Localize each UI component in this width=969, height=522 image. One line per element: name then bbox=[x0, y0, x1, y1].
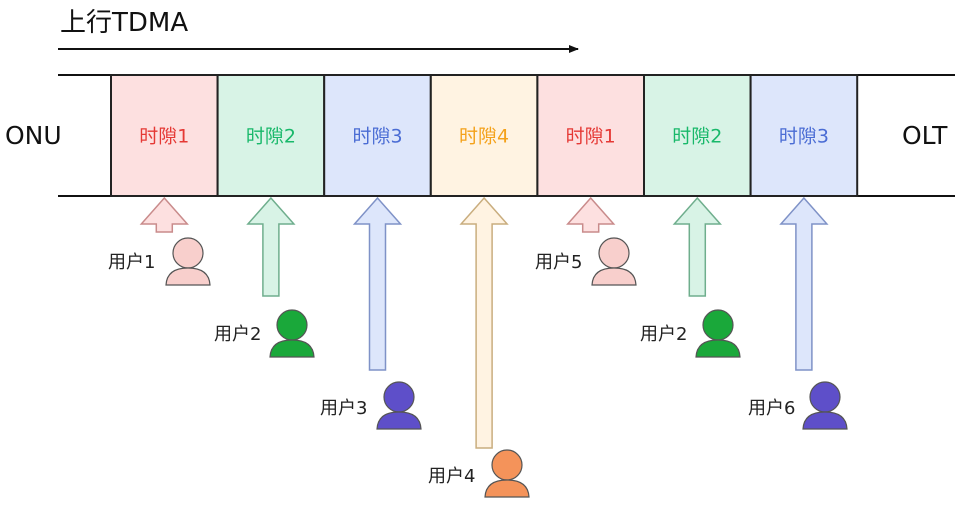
up-arrow bbox=[566, 196, 616, 233]
onu-label: ONU bbox=[5, 121, 62, 150]
up-arrow bbox=[139, 196, 189, 233]
up-arrow bbox=[779, 196, 829, 371]
user-3: 用户3 bbox=[320, 196, 422, 430]
person-icon bbox=[376, 381, 422, 430]
slot-1: 时隙1 bbox=[110, 74, 219, 197]
user-label: 用户5 bbox=[535, 252, 582, 273]
slot-label: 时隙2 bbox=[246, 126, 296, 148]
slot-box bbox=[749, 74, 859, 197]
diagram-title: 上行TDMA bbox=[60, 8, 188, 38]
user-label: 用户2 bbox=[640, 324, 687, 345]
user-2: 用户2 bbox=[214, 196, 315, 358]
up-arrow bbox=[459, 196, 509, 449]
slot-box bbox=[643, 74, 752, 197]
person-icon bbox=[165, 237, 211, 286]
slot-box bbox=[323, 74, 432, 197]
slot-box bbox=[429, 74, 539, 197]
slot-3: 时隙3 bbox=[323, 74, 432, 197]
user-6: 用户2 bbox=[640, 196, 741, 358]
slot-7: 时隙3 bbox=[749, 74, 859, 197]
slot-6: 时隙2 bbox=[643, 74, 752, 197]
slot-4: 时隙4 bbox=[429, 74, 539, 197]
slot-label: 时隙2 bbox=[672, 126, 722, 148]
slot-label: 时隙3 bbox=[352, 126, 402, 148]
user-7: 用户6 bbox=[748, 196, 848, 430]
user-1: 用户1 bbox=[108, 196, 211, 286]
slot-box bbox=[110, 74, 219, 197]
up-arrow bbox=[352, 196, 403, 371]
up-arrow bbox=[672, 196, 722, 297]
slot-5: 时隙1 bbox=[536, 74, 646, 197]
slot-box bbox=[216, 74, 326, 197]
slot-label: 时隙3 bbox=[779, 126, 829, 148]
slot-box bbox=[536, 74, 646, 197]
slot-label: 时隙4 bbox=[459, 126, 509, 148]
user-label: 用户3 bbox=[320, 398, 367, 419]
slot-2: 时隙2 bbox=[216, 74, 326, 197]
slots: 时隙1 时隙2 时隙3 时隙4 时隙1 时隙2 时隙3 bbox=[110, 74, 859, 197]
person-icon bbox=[269, 309, 315, 358]
user-5: 用户5 bbox=[535, 196, 637, 286]
user-label: 用户6 bbox=[748, 398, 795, 419]
person-icon bbox=[484, 449, 530, 498]
person-icon bbox=[591, 237, 637, 286]
user-4: 用户4 bbox=[428, 196, 530, 498]
user-label: 用户4 bbox=[428, 466, 475, 487]
olt-label: OLT bbox=[902, 121, 948, 150]
user-label: 用户1 bbox=[108, 252, 155, 273]
person-icon bbox=[802, 381, 848, 430]
user-label: 用户2 bbox=[214, 324, 261, 345]
slot-label: 时隙1 bbox=[566, 126, 616, 148]
users: 用户1 用户2 用户3 用户4 用户5 用户2 用户6 bbox=[108, 196, 848, 498]
slot-label: 时隙1 bbox=[139, 126, 189, 148]
person-icon bbox=[695, 309, 741, 358]
up-arrow bbox=[246, 196, 296, 297]
